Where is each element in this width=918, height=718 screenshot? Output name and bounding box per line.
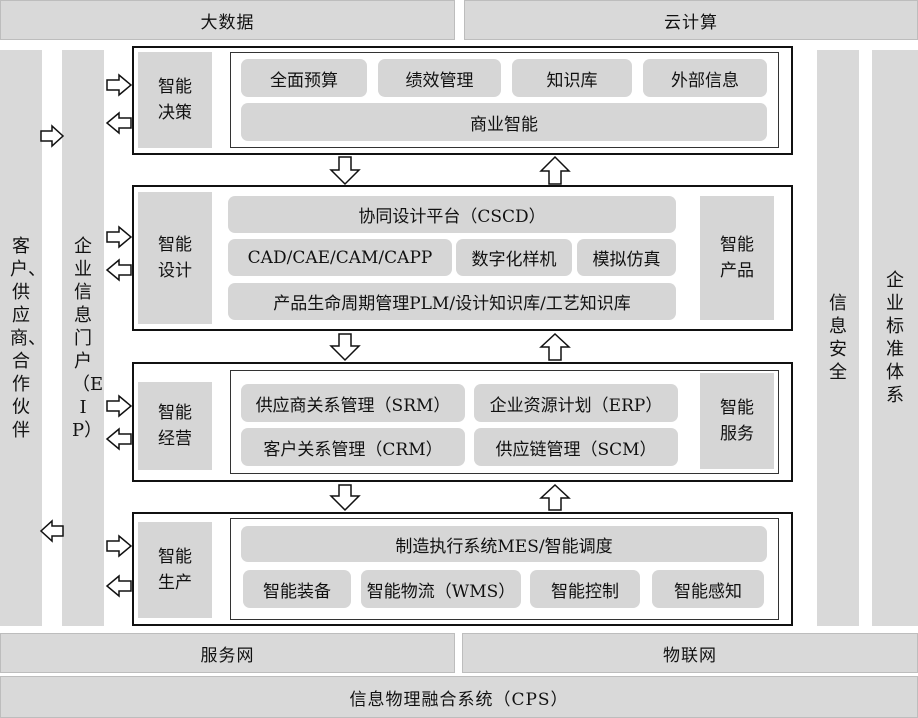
simulation-item: 模拟仿真 bbox=[577, 239, 676, 276]
arrow-left-icon bbox=[39, 519, 64, 543]
security-bar: 信息安全 bbox=[817, 50, 859, 626]
operation-label-box: 智能经营 bbox=[138, 382, 212, 470]
smart-service-label: 智能服务 bbox=[720, 398, 754, 444]
production-label-box: 智能生产 bbox=[138, 522, 212, 618]
arrow-left-icon bbox=[105, 427, 132, 451]
arrow-up-icon bbox=[539, 483, 571, 511]
big-data-label: 大数据 bbox=[200, 12, 255, 33]
budget-label: 全面预算 bbox=[270, 70, 338, 91]
budget-item: 全面预算 bbox=[241, 59, 367, 97]
big-data-bar: 大数据 bbox=[0, 0, 455, 40]
erp-item: 企业资源计划（ERP） bbox=[474, 384, 678, 422]
plm-item: 产品生命周期管理PLM/设计知识库/工艺知识库 bbox=[228, 283, 676, 320]
mes-label: 制造执行系统MES/智能调度 bbox=[395, 536, 613, 557]
eip-label: 企业信息门户（EIP） bbox=[72, 235, 104, 441]
design-label-box: 智能设计 bbox=[138, 192, 212, 324]
arrow-up-icon bbox=[539, 155, 571, 185]
crm-label: 客户关系管理（CRM） bbox=[263, 439, 443, 460]
smart-equipment-item: 智能装备 bbox=[243, 570, 351, 608]
cps-label: 信息物理融合系统（CPS） bbox=[349, 689, 569, 710]
cad-item: CAD/CAE/CAM/CAPP bbox=[228, 239, 452, 276]
decision-label: 智能决策 bbox=[158, 77, 192, 123]
smart-logistics-item: 智能物流（WMS） bbox=[361, 570, 521, 608]
smart-sensing-item: 智能感知 bbox=[652, 570, 764, 608]
performance-label: 绩效管理 bbox=[405, 70, 474, 91]
simulation-label: 模拟仿真 bbox=[592, 250, 661, 270]
operation-label: 智能经营 bbox=[158, 403, 192, 449]
smart-logistics-label: 智能物流（WMS） bbox=[366, 581, 516, 602]
srm-label: 供应商关系管理（SRM） bbox=[255, 395, 451, 416]
scm-label: 供应链管理（SCM） bbox=[495, 439, 657, 460]
digital-prototype-label: 数字化样机 bbox=[471, 250, 557, 270]
arrow-right-icon bbox=[40, 124, 65, 148]
standards-label: 企业标准体系 bbox=[886, 270, 904, 406]
knowledge-base-item: 知识库 bbox=[512, 59, 632, 97]
smart-equipment-label: 智能装备 bbox=[263, 581, 331, 602]
eip-bar: 企业信息门户（EIP） bbox=[62, 50, 104, 626]
erp-label: 企业资源计划（ERP） bbox=[489, 395, 663, 416]
decision-label-box: 智能决策 bbox=[138, 52, 212, 148]
srm-item: 供应商关系管理（SRM） bbox=[241, 384, 465, 422]
mes-item: 制造执行系统MES/智能调度 bbox=[241, 526, 767, 562]
cscd-item: 协同设计平台（CSCD） bbox=[228, 196, 676, 233]
arrow-right-icon bbox=[106, 394, 133, 418]
external-info-item: 外部信息 bbox=[643, 59, 767, 97]
performance-item: 绩效管理 bbox=[378, 59, 501, 97]
arrow-right-icon bbox=[106, 534, 133, 558]
arrow-right-icon bbox=[106, 73, 133, 97]
arrow-left-icon bbox=[105, 258, 132, 282]
design-label: 智能设计 bbox=[158, 235, 192, 281]
plm-label: 产品生命周期管理PLM/设计知识库/工艺知识库 bbox=[273, 294, 631, 314]
cloud-computing-label: 云计算 bbox=[664, 12, 718, 33]
arrow-left-icon bbox=[105, 574, 132, 598]
partners-label: 客户、供应商、合作伙伴 bbox=[10, 235, 46, 441]
production-label: 智能生产 bbox=[158, 547, 192, 593]
iot-bar: 物联网 bbox=[462, 633, 918, 673]
service-net-label: 服务网 bbox=[200, 645, 255, 666]
service-net-bar: 服务网 bbox=[0, 633, 455, 673]
arrow-down-icon bbox=[329, 333, 361, 362]
smart-product-box: 智能产品 bbox=[700, 196, 774, 320]
smart-control-item: 智能控制 bbox=[530, 570, 640, 608]
arrow-left-icon bbox=[105, 111, 132, 135]
smart-product-label: 智能产品 bbox=[720, 235, 754, 281]
cad-label: CAD/CAE/CAM/CAPP bbox=[247, 247, 433, 268]
business-intelligence-label: 商业智能 bbox=[470, 114, 538, 135]
arrow-down-icon bbox=[329, 156, 361, 186]
external-info-label: 外部信息 bbox=[671, 70, 739, 91]
digital-prototype-item: 数字化样机 bbox=[456, 239, 572, 276]
cloud-computing-bar: 云计算 bbox=[464, 0, 918, 40]
security-label: 信息安全 bbox=[829, 293, 847, 383]
arrow-right-icon bbox=[106, 225, 133, 249]
iot-label: 物联网 bbox=[663, 645, 717, 666]
partners-bar: 客户、供应商、合作伙伴 bbox=[0, 50, 46, 626]
smart-control-label: 智能控制 bbox=[551, 581, 619, 602]
scm-item: 供应链管理（SCM） bbox=[474, 428, 678, 466]
arrow-down-icon bbox=[329, 484, 361, 512]
cps-bar: 信息物理融合系统（CPS） bbox=[0, 676, 918, 718]
crm-item: 客户关系管理（CRM） bbox=[241, 428, 465, 466]
cscd-label: 协同设计平台（CSCD） bbox=[358, 207, 546, 227]
smart-sensing-label: 智能感知 bbox=[674, 581, 742, 602]
business-intelligence-item: 商业智能 bbox=[241, 103, 767, 141]
standards-bar: 企业标准体系 bbox=[872, 50, 918, 626]
arrow-up-icon bbox=[539, 332, 571, 361]
knowledge-base-label: 知识库 bbox=[546, 70, 598, 91]
smart-service-box: 智能服务 bbox=[700, 373, 774, 469]
